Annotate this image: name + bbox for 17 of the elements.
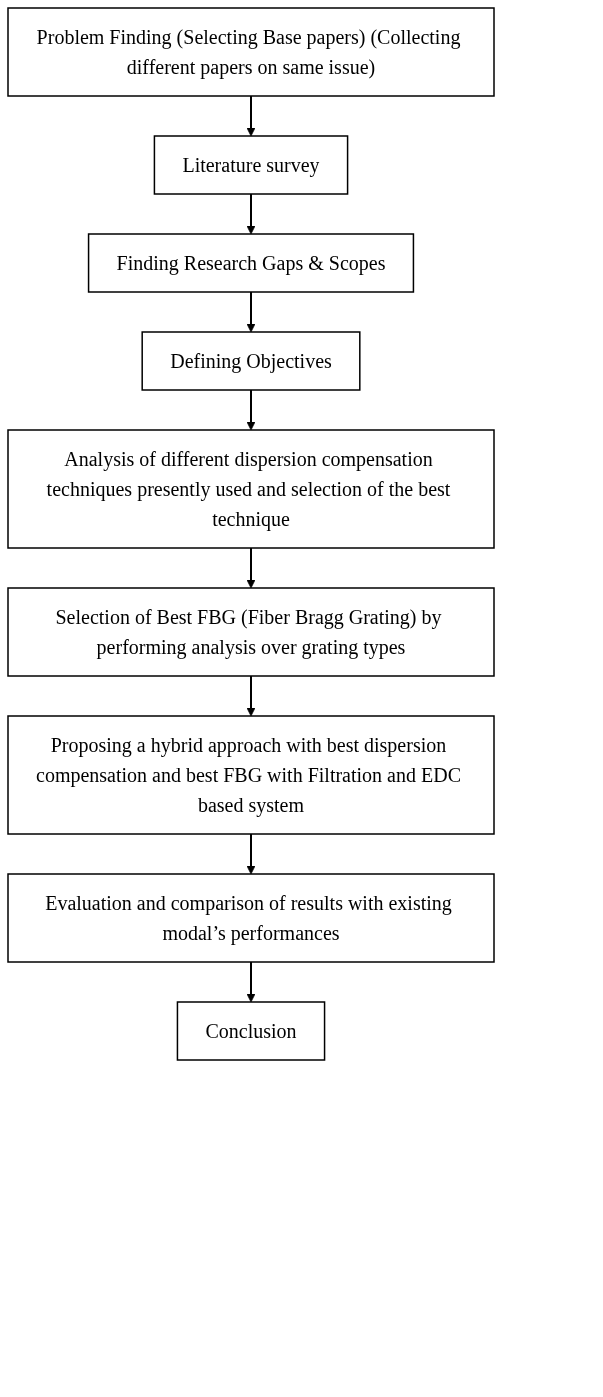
arrow xyxy=(246,389,256,431)
node-box: Proposing a hybrid approach with best dispersion compensation and best FBG with Filtration and EDC based system xyxy=(7,715,495,835)
arrow xyxy=(246,193,256,235)
arrow xyxy=(246,291,256,333)
node-box: Selection of Best FBG (Fiber Bragg Grating) by performing analysis over grating types xyxy=(7,587,495,677)
arrow xyxy=(246,95,256,137)
arrow xyxy=(246,961,256,1003)
node-box: Analysis of different dispersion compensation techniques presently used and selection of the best technique xyxy=(7,429,495,549)
arrow xyxy=(246,833,256,875)
node-box: Literature survey xyxy=(153,135,349,195)
node-box: Problem Finding (Selecting Base papers) (Collecting different papers on same issue) xyxy=(7,7,495,97)
node-box: Finding Research Gaps & Scopes xyxy=(87,233,415,293)
node-box: Defining Objectives xyxy=(141,331,361,391)
arrow xyxy=(246,675,256,717)
node-box: Evaluation and comparison of results with existing modal’s performances xyxy=(7,873,495,963)
node-box: Conclusion xyxy=(176,1001,326,1061)
arrow xyxy=(246,547,256,589)
